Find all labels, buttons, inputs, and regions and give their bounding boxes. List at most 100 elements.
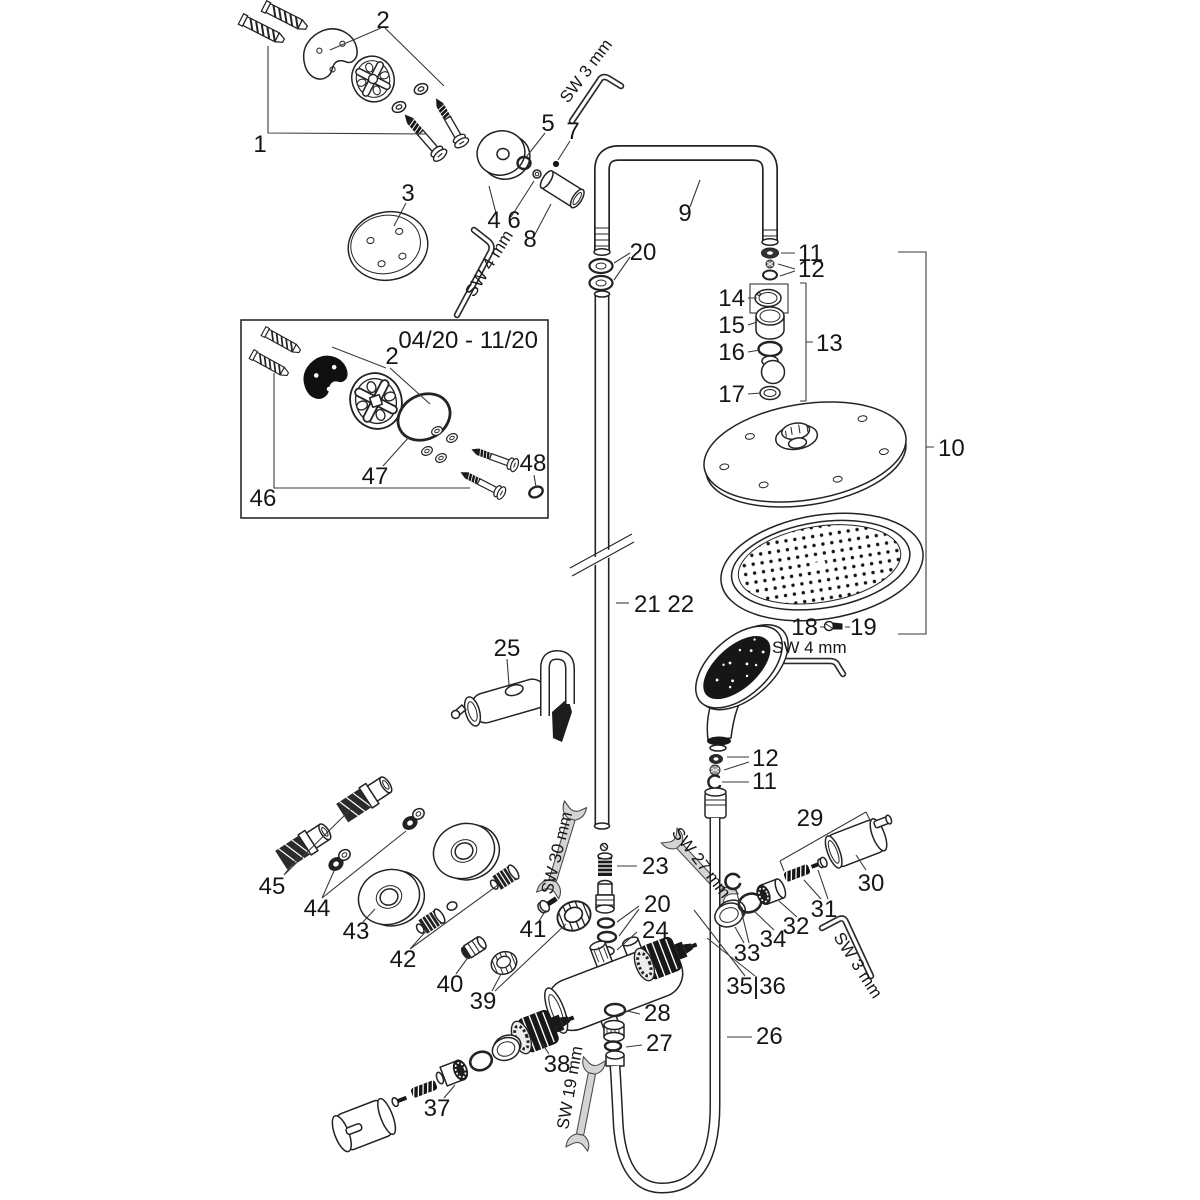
inset-o-ring-47 (396, 392, 452, 442)
inset-box (240, 319, 549, 519)
callout-10: 10 (938, 435, 965, 462)
callout-11-hand: 11 (752, 768, 777, 795)
fixing-washers (389, 80, 431, 116)
callout-8: 8 (523, 226, 536, 253)
callout-46: 46 (250, 485, 277, 512)
screw-18-19 (823, 620, 843, 632)
allen-key-sw4-head-icon (770, 657, 847, 678)
shower-hose (609, 818, 721, 1194)
inset-o-ring-48 (528, 485, 544, 499)
callout-44: 44 (304, 895, 331, 922)
inset-mounting-disc (343, 366, 409, 435)
part-14 (754, 288, 782, 308)
callout-17: 17 (718, 381, 745, 408)
spring-31 (782, 863, 812, 883)
callout-15: 15 (718, 312, 745, 339)
callout-5: 5 (541, 110, 554, 137)
callout-25: 25 (494, 635, 521, 662)
union-45a (275, 823, 332, 870)
o-ring-28 (603, 1002, 627, 1018)
callout-sw4-head: SW 4 mm (772, 638, 847, 657)
callout-42: 42 (390, 946, 417, 973)
screw-7 (552, 160, 560, 168)
filters-42 (415, 864, 520, 934)
adapter-37 (435, 1059, 469, 1087)
inset-screws (456, 442, 521, 502)
callout-sw30: SW 30 mm (537, 810, 576, 896)
ball-joint (760, 355, 786, 385)
leader-lines (267, 27, 872, 1099)
callout-43: 43 (343, 918, 370, 945)
screw-41 (537, 896, 558, 914)
callout-2: 2 (376, 7, 389, 34)
callout-19: 19 (850, 614, 877, 641)
callout-4-6: 4 6 (487, 207, 520, 234)
hand-shower (695, 624, 789, 752)
callout-16: 16 (718, 339, 745, 366)
o-rings-20-top (588, 257, 614, 292)
allen-key-sw3-top-icon (568, 73, 625, 125)
knob-37 (331, 1097, 397, 1153)
callout-20-top: 20 (630, 239, 657, 266)
callout-33: 33 (734, 940, 761, 967)
clip-33 (724, 872, 742, 891)
callout-32: 32 (783, 913, 810, 940)
overhead-shower-top (703, 401, 907, 508)
callout-34: 34 (760, 926, 787, 953)
callout-13: 13 (816, 330, 843, 357)
callout-12-hand: 12 (752, 745, 779, 772)
screw-31 (810, 856, 828, 869)
union-45b (336, 776, 393, 823)
callout-1: 1 (253, 131, 266, 158)
callout-45: 45 (259, 873, 286, 900)
hose-connector-hand (704, 787, 727, 819)
callout-sw3-bottom: SW 3 mm (830, 929, 887, 1002)
screw-37 (391, 1095, 408, 1108)
slide-holder-25 (450, 649, 575, 742)
callout-2-inset: 2 (385, 343, 398, 370)
inset-bracket-plate (297, 349, 354, 403)
callout-7: 7 (566, 118, 579, 145)
clip-11-hand (707, 774, 722, 790)
nut-27 (603, 1019, 625, 1043)
callout-30: 30 (858, 870, 885, 897)
callout-39: 39 (470, 988, 497, 1015)
callout-29: 29 (797, 805, 824, 832)
nut-39a (487, 947, 521, 979)
fixing-screws (397, 93, 471, 165)
callout-14: 14 (718, 285, 745, 312)
cover-plate (347, 210, 429, 282)
callout-21-22: 21 22 (634, 591, 694, 618)
wall-anchors (237, 0, 311, 47)
callout-48: 48 (520, 450, 547, 477)
callout-38: 38 (544, 1051, 571, 1078)
grub-screw-6 (532, 169, 542, 179)
o-ring-37 (468, 1050, 494, 1072)
callout-40: 40 (437, 971, 464, 998)
bracket-10 (898, 251, 934, 635)
escutcheon (476, 130, 531, 180)
o-ring-5 (516, 155, 532, 171)
callout-41: 41 (520, 916, 547, 943)
callout-23: 23 (642, 853, 669, 880)
callout-24: 24 (642, 917, 669, 944)
bushings-44 (328, 807, 425, 871)
cartridge-23-stack (595, 842, 618, 957)
adapter-32 (756, 878, 787, 905)
washer-12-hand (709, 754, 723, 776)
inset-washers (419, 424, 460, 465)
part-16 (757, 340, 783, 358)
callout-47: 47 (362, 463, 389, 490)
callout-27: 27 (646, 1030, 673, 1057)
callout-26: 26 (756, 1023, 783, 1050)
nipple-8 (539, 169, 585, 209)
allen-key-sw4-left-icon (453, 226, 495, 319)
shower-arm (593, 145, 779, 256)
sleeve-33 (714, 899, 746, 928)
callout-11-top: 11 (798, 240, 823, 267)
callout-37: 37 (424, 1095, 451, 1122)
rosette-43b (432, 822, 501, 881)
inset-anchors (248, 325, 304, 380)
